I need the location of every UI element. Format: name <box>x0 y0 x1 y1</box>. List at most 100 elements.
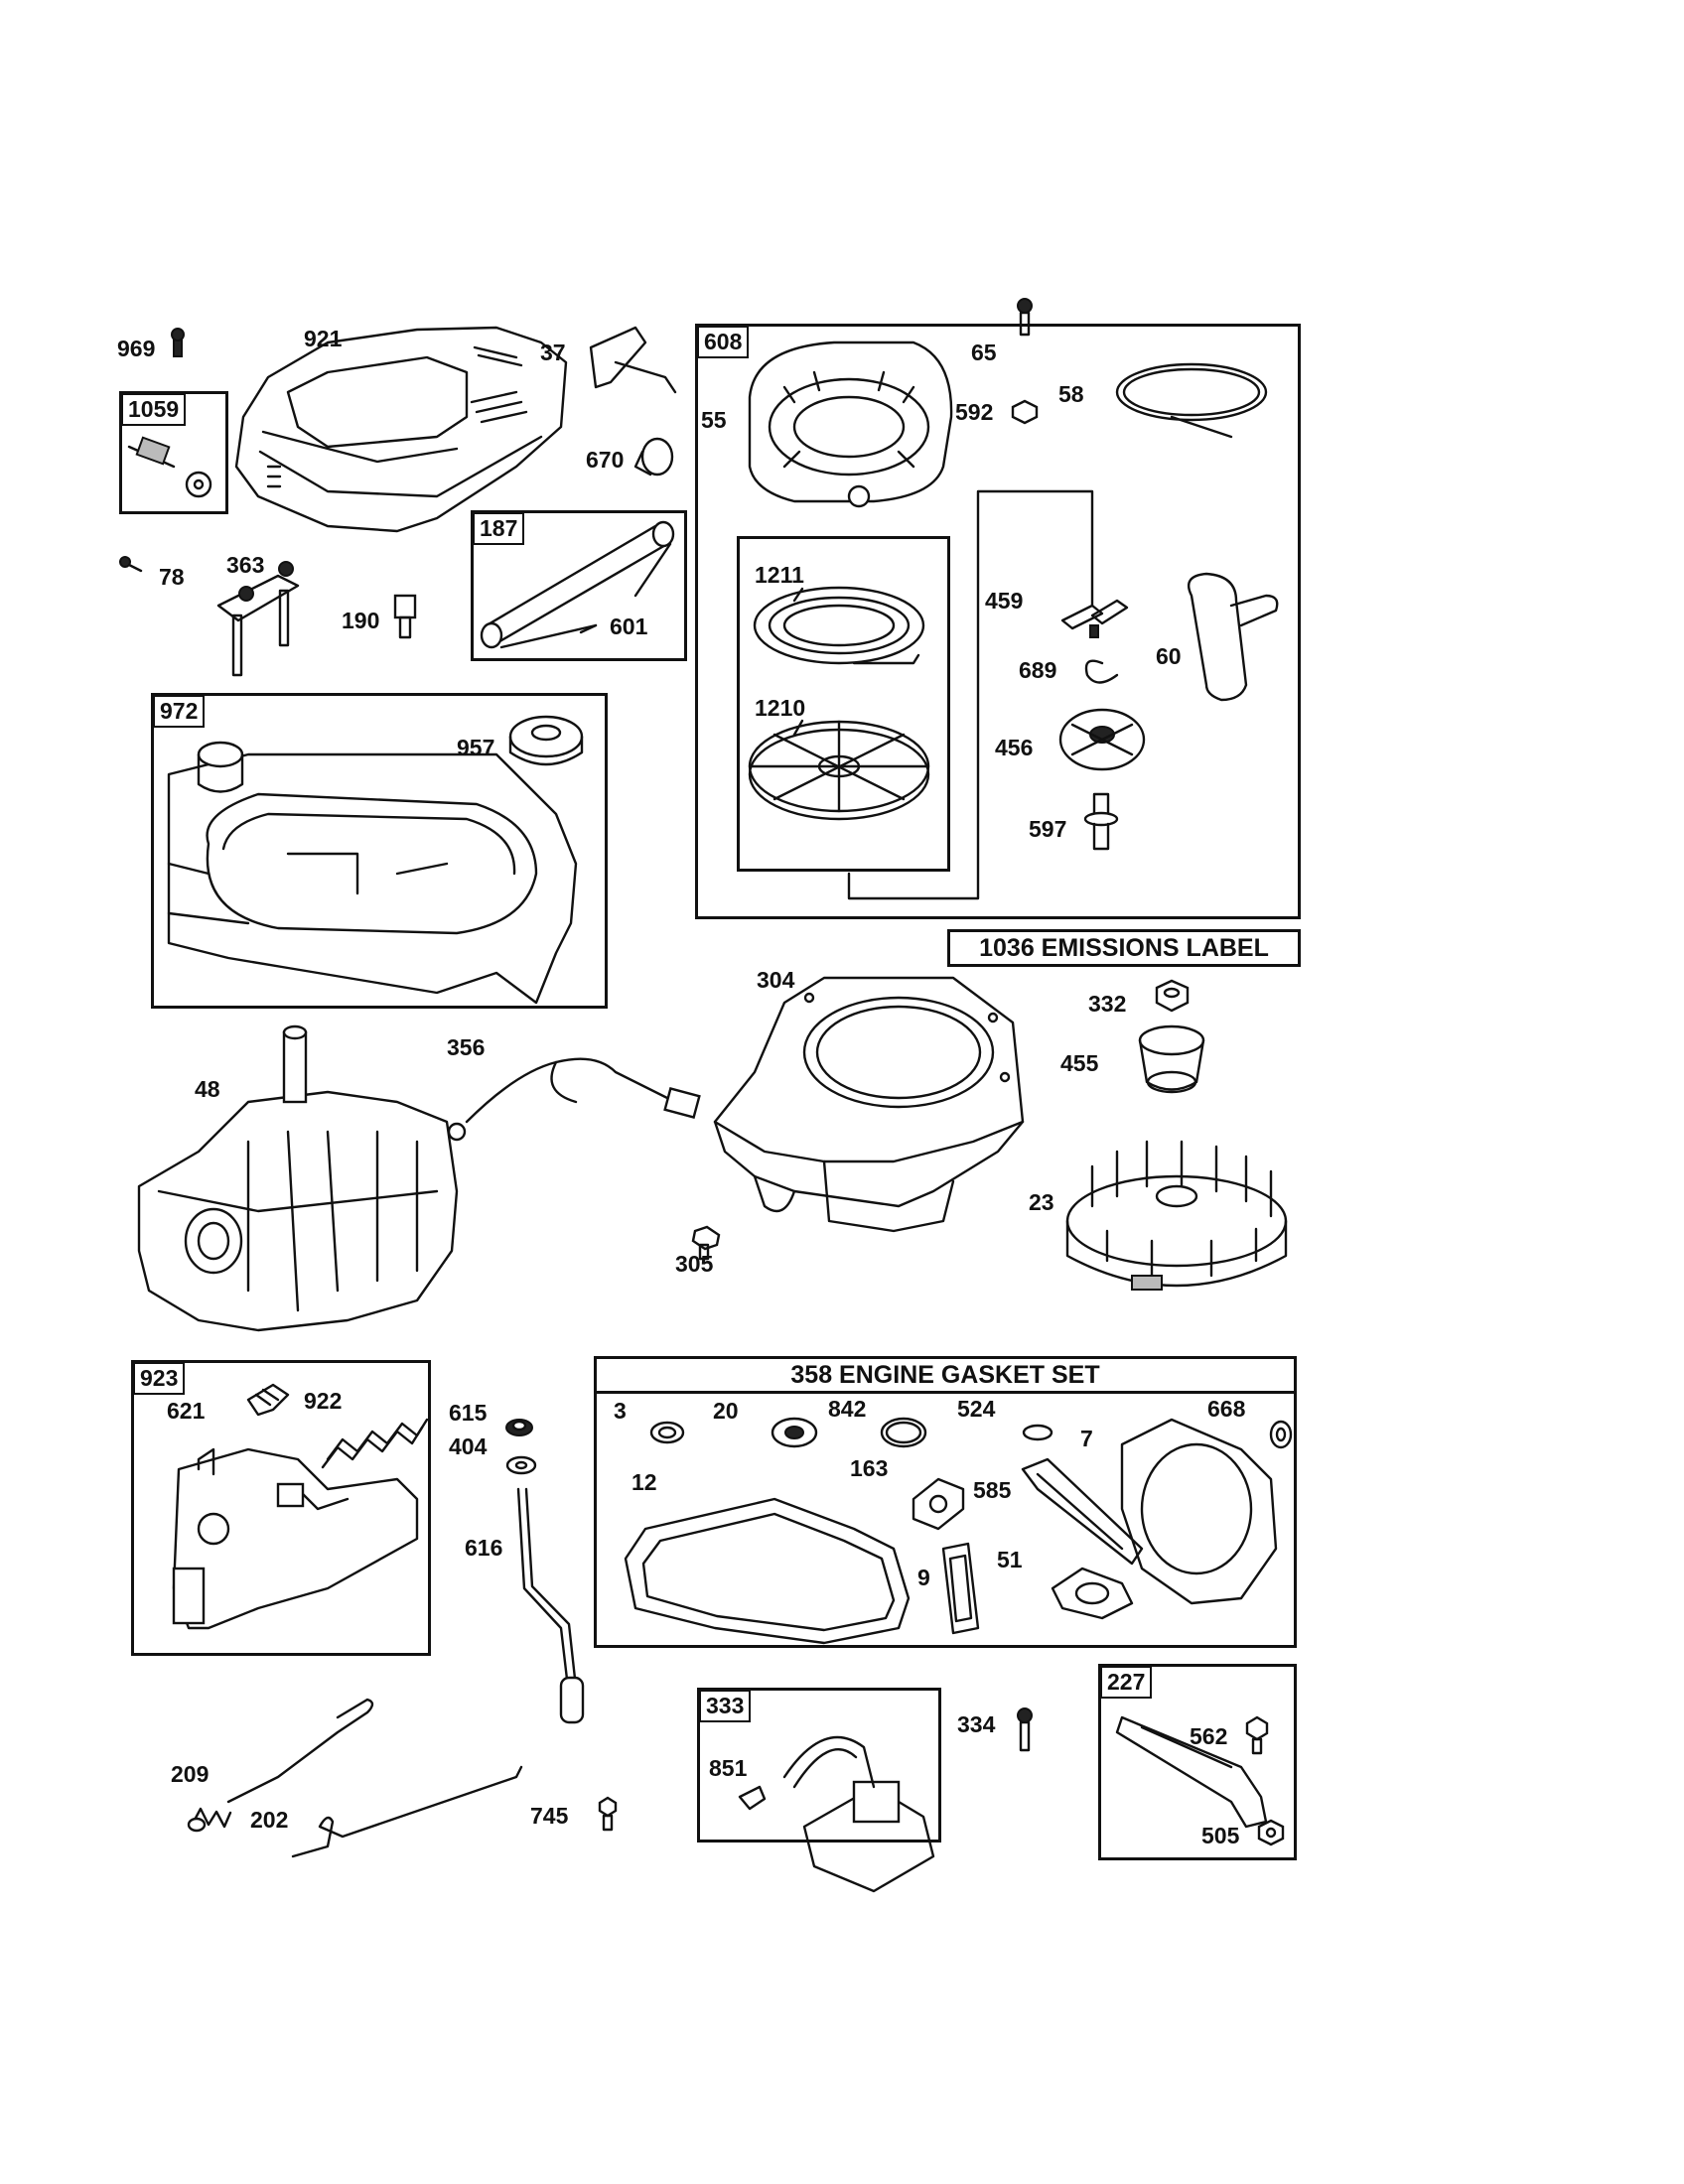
fitting-190-drawing <box>393 594 417 639</box>
blower-housing-972-drawing <box>167 741 578 1005</box>
label-12: 12 <box>632 1469 657 1495</box>
armature-333-drawing <box>782 1735 935 1893</box>
dog-459-drawing <box>1060 599 1129 638</box>
label-190: 190 <box>342 608 380 633</box>
label-621: 621 <box>167 1398 206 1424</box>
label-20: 20 <box>713 1398 739 1424</box>
label-455: 455 <box>1060 1050 1099 1076</box>
spring-1211-drawing <box>753 586 925 665</box>
label-55: 55 <box>701 407 727 433</box>
seal-615-drawing <box>505 1419 533 1436</box>
label-585: 585 <box>973 1477 1012 1503</box>
washer-404-drawing <box>505 1455 537 1475</box>
dipstick-616-drawing <box>516 1487 585 1724</box>
bolt-305-drawing <box>691 1225 721 1261</box>
engine-cover-921-drawing <box>234 326 568 533</box>
label-51: 51 <box>997 1547 1023 1572</box>
label-1211: 1211 <box>755 562 804 588</box>
label-78: 78 <box>159 564 185 590</box>
label-957: 957 <box>457 735 495 760</box>
gasket-7-drawing <box>1120 1418 1278 1605</box>
bushing-670-drawing <box>633 437 674 477</box>
label-689: 689 <box>1019 657 1057 683</box>
screw-334-drawing <box>1017 1707 1033 1752</box>
label-459: 459 <box>985 588 1024 614</box>
label-9: 9 <box>917 1565 930 1590</box>
label-592: 592 <box>955 399 994 425</box>
leader-1211 <box>792 587 804 603</box>
leader-601 <box>579 623 598 634</box>
retainer-456-drawing <box>1058 708 1146 771</box>
recoil-starter-box-tag: 608 <box>697 326 750 358</box>
crankcase-48-drawing <box>137 1024 459 1332</box>
label-65: 65 <box>971 340 997 365</box>
label-363: 363 <box>226 552 265 578</box>
label-615: 615 <box>449 1400 488 1426</box>
nut-505-drawing <box>1257 1819 1285 1846</box>
recoil-starter-box <box>695 324 1301 919</box>
label-597: 597 <box>1029 816 1067 842</box>
spring-209-drawing <box>187 1698 374 1833</box>
label-601: 601 <box>610 614 648 639</box>
handle-60-drawing <box>1187 572 1279 702</box>
cup-455-drawing <box>1138 1024 1205 1094</box>
brake-227-box <box>1098 1664 1297 1860</box>
fuel-line-187-drawing <box>480 520 675 649</box>
fuel-line-187-box-tag: 187 <box>473 512 525 545</box>
pulley-1210-drawing <box>748 720 930 821</box>
label-58: 58 <box>1058 381 1084 407</box>
leader-1210 <box>792 719 804 737</box>
label-332: 332 <box>1088 991 1127 1017</box>
oring-842-drawing <box>880 1417 927 1448</box>
gasket-set-banner: 358 ENGINE GASKET SET <box>594 1356 1297 1394</box>
oring-524-drawing <box>1022 1424 1053 1441</box>
deflector-37-drawing <box>589 326 677 394</box>
control-bracket-923-drawing <box>172 1447 419 1630</box>
label-505: 505 <box>1201 1823 1240 1848</box>
gasket-9-drawing <box>941 1542 980 1635</box>
seal-3-drawing <box>649 1421 685 1444</box>
spring-922-drawing <box>321 1418 429 1469</box>
gasket-163-drawing <box>912 1477 965 1531</box>
bracket-363-drawing <box>216 561 300 677</box>
screw-745-drawing <box>598 1796 618 1832</box>
wire-356-drawing <box>447 1057 701 1142</box>
seal-20-drawing <box>771 1417 818 1448</box>
label-48: 48 <box>195 1076 220 1102</box>
blower-housing-304-drawing <box>713 976 1025 1233</box>
label-969: 969 <box>117 336 156 361</box>
spring-pulley-inset <box>737 536 950 872</box>
label-851: 851 <box>709 1755 748 1781</box>
screw-562-drawing <box>1245 1715 1269 1755</box>
label-922: 922 <box>304 1388 343 1414</box>
label-921: 921 <box>304 326 343 351</box>
blower-housing-972-box <box>151 693 608 1009</box>
label-305: 305 <box>675 1251 714 1277</box>
starter-housing-55-drawing <box>748 341 953 508</box>
label-60: 60 <box>1156 643 1182 669</box>
label-616: 616 <box>465 1535 503 1561</box>
emissions-label-banner: 1036 EMISSIONS LABEL <box>947 929 1301 967</box>
brake-227-box-tag: 227 <box>1100 1666 1153 1699</box>
gasket-set-box <box>594 1356 1297 1648</box>
label-524: 524 <box>957 1396 996 1422</box>
control-bracket-923-box <box>131 1360 431 1656</box>
lever-621-drawing <box>246 1383 290 1417</box>
brake-227-drawing <box>1115 1715 1268 1829</box>
label-1210: 1210 <box>755 695 806 721</box>
blower-housing-972-box-tag: 972 <box>153 695 206 728</box>
guard-1059-box-tag: 1059 <box>121 393 187 426</box>
label-163: 163 <box>850 1455 889 1481</box>
label-334: 334 <box>957 1711 996 1737</box>
nut-592-drawing <box>1011 399 1039 425</box>
label-456: 456 <box>995 735 1034 760</box>
screw-969-drawing <box>171 328 185 357</box>
guard-bolt-1059-drawing <box>127 436 212 498</box>
label-202: 202 <box>250 1807 289 1833</box>
label-668: 668 <box>1207 1396 1246 1422</box>
label-23: 23 <box>1029 1189 1054 1215</box>
label-745: 745 <box>530 1803 569 1829</box>
label-3: 3 <box>614 1398 627 1424</box>
label-562: 562 <box>1190 1723 1228 1749</box>
